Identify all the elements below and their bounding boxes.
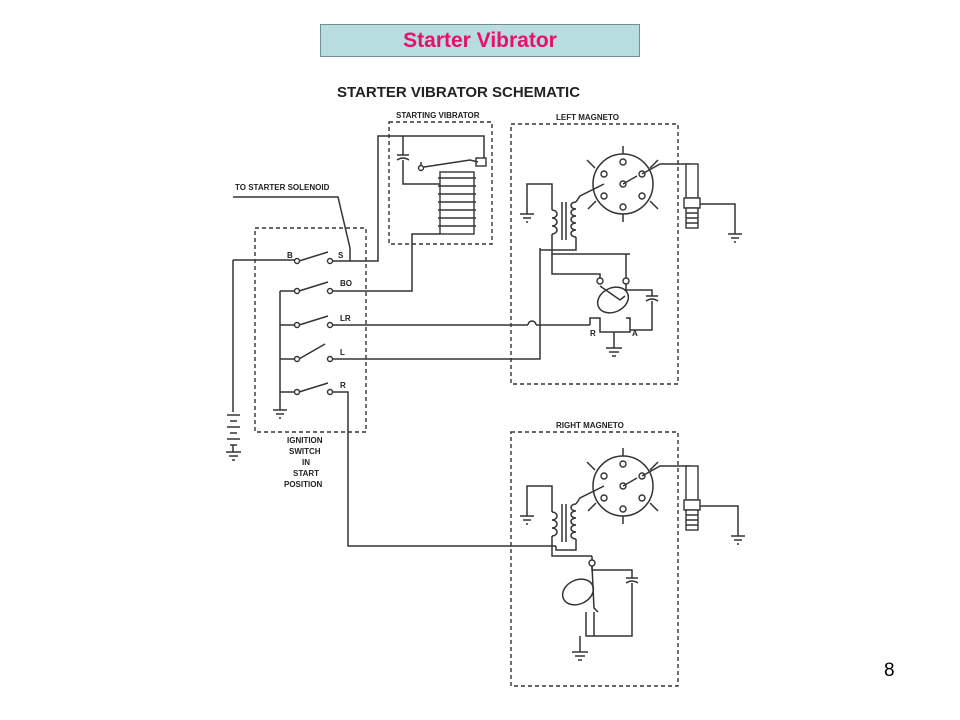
ignition-switch-line-5: POSITION xyxy=(284,480,322,489)
battery-icon xyxy=(226,414,241,461)
terminal-bo-label: BO xyxy=(340,279,352,288)
ignition-switch-line-1: IGNITION xyxy=(287,436,323,445)
ignition-switch-line-4: START xyxy=(293,469,319,478)
right-magneto-box xyxy=(510,431,679,687)
ignition-switch-line-2: SWITCH xyxy=(289,447,321,456)
schematic-heading: STARTER VIBRATOR SCHEMATIC xyxy=(337,84,580,101)
starting-vibrator-box xyxy=(388,121,493,245)
starting-vibrator-label: STARTING VIBRATOR xyxy=(396,111,480,120)
starting-vibrator-internals xyxy=(396,135,487,244)
terminal-lr-label: LR xyxy=(340,314,351,323)
terminal-r-label: R xyxy=(340,381,346,390)
left-breaker-cam xyxy=(596,286,630,314)
page-number: 8 xyxy=(884,660,895,681)
terminal-s-label: S xyxy=(338,251,344,260)
terminal-b-label: B xyxy=(287,251,293,260)
left-ignition-coil-icon xyxy=(551,201,577,240)
ignition-switch-wiring xyxy=(226,135,590,547)
vibrator-coil-icon xyxy=(438,177,476,227)
breaker-a-label: A xyxy=(632,329,638,338)
right-breaker-cam xyxy=(561,578,595,606)
left-magneto-box xyxy=(510,123,679,385)
ignition-switch-box xyxy=(254,227,367,433)
ignition-switch-caption: IGNITION SWITCH IN START POSITION xyxy=(284,436,323,489)
left-magneto-internals xyxy=(520,146,742,357)
right-magneto-internals xyxy=(520,448,745,661)
terminal-labels: B S BO LR L R R A xyxy=(287,251,638,390)
left-magneto-label: LEFT MAGNETO xyxy=(556,113,619,122)
left-spark-plug-icon xyxy=(683,163,742,243)
right-magneto-label: RIGHT MAGNETO xyxy=(556,421,624,430)
right-ignition-coil-icon xyxy=(551,503,577,542)
slide-title: Starter Vibrator xyxy=(320,24,640,57)
ignition-switch-line-3: IN xyxy=(302,458,310,467)
breaker-r-label: R xyxy=(590,329,596,338)
right-spark-plug-icon xyxy=(683,465,745,545)
to-starter-solenoid-label: TO STARTER SOLENOID xyxy=(235,183,330,192)
terminal-l-label: L xyxy=(340,348,345,357)
